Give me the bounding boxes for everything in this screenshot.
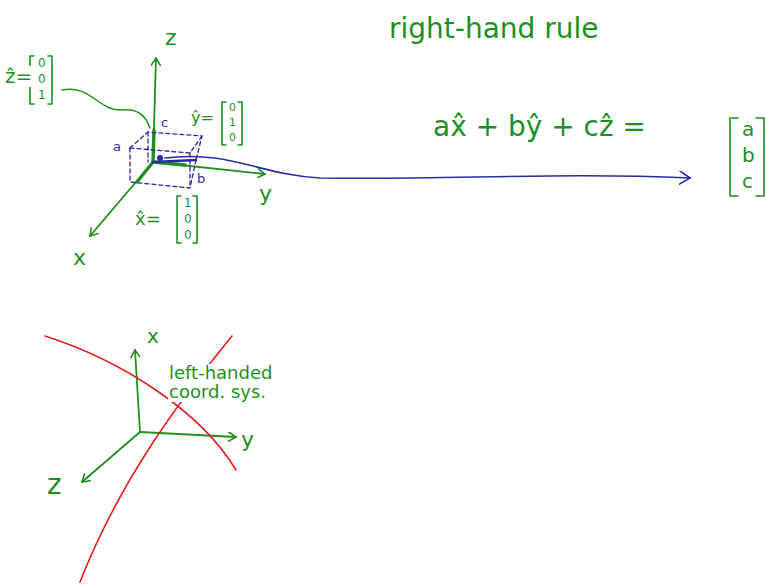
vector-name: ŷ=: [190, 110, 215, 127]
vector-entry: 0: [37, 57, 47, 70]
vector-name: ẑ=: [4, 66, 33, 87]
axis-label: x: [72, 246, 87, 269]
vector-entry: c: [741, 171, 754, 192]
component-label: c: [160, 116, 169, 130]
unit-vectors: [137, 130, 185, 182]
component-box: [130, 132, 202, 188]
axis-label: y: [240, 428, 255, 451]
vector-entry: 0: [37, 73, 47, 86]
axis-label: z: [46, 470, 63, 499]
vector-entry: 1: [183, 197, 193, 210]
vector-brackets: [30, 56, 764, 243]
axis-label: z: [164, 26, 178, 49]
note: left-handed coord. sys.: [168, 364, 300, 402]
vector-entry: a: [741, 119, 755, 140]
axis-label: y: [258, 182, 273, 205]
component-label: a: [112, 140, 122, 154]
vector-entry: 1: [37, 89, 47, 102]
vector-entry: b: [741, 145, 756, 166]
equation: ax̂ + bŷ + cẑ =: [432, 112, 647, 141]
title-note: right-hand rule: [388, 14, 599, 43]
vector-entry: 0: [183, 213, 193, 226]
vector-entry: 0: [228, 132, 237, 144]
vector-entry: 0: [228, 102, 237, 114]
leader-arrow: [165, 156, 690, 178]
axis-label: x: [146, 326, 160, 347]
vector-name: x̂=: [134, 210, 162, 229]
leader-line: [62, 89, 150, 128]
component-label: b: [196, 172, 206, 186]
vector-entry: 0: [183, 229, 193, 242]
vector-entry: 1: [228, 117, 237, 129]
